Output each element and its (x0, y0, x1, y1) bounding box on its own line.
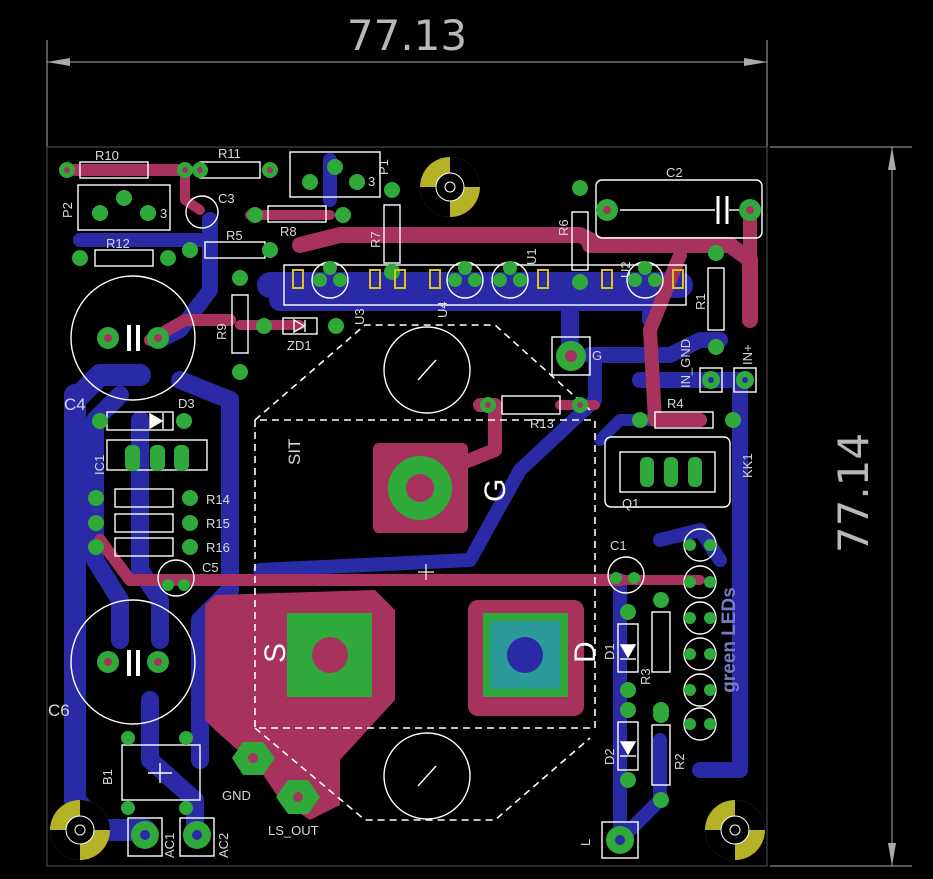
label-zd1: ZD1 (287, 338, 312, 353)
label-p2: P2 (60, 202, 75, 218)
label-r2: R2 (672, 753, 687, 770)
drills (64, 167, 754, 802)
label-ac1: AC1 (162, 833, 177, 858)
label-d3: D3 (178, 396, 195, 411)
label-r6: R6 (556, 219, 571, 236)
label-c2: C2 (666, 165, 683, 180)
label-in-plus: IN+ (740, 344, 755, 365)
label-c1: C1 (610, 538, 627, 553)
label-p1: P1 (376, 159, 391, 175)
label-r9: R9 (214, 323, 229, 340)
label-u2: U2 (618, 261, 633, 278)
label-r13: R13 (530, 416, 554, 431)
sit-mount-holes (383, 326, 471, 820)
label-ls-out: LS_OUT (268, 823, 319, 838)
label-c6: C6 (48, 701, 70, 720)
board-outline (46, 146, 768, 867)
label-r1: R1 (693, 293, 708, 310)
label-u3: U3 (352, 308, 367, 325)
label-gnd: GND (222, 788, 251, 803)
label-ic1: IC1 (92, 455, 107, 475)
top-copper (69, 164, 758, 586)
label-c4: C4 (64, 395, 86, 414)
label-ac2: AC2 (216, 833, 231, 858)
cap-polarity (127, 325, 140, 676)
label-p1-pin3: 3 (368, 174, 375, 189)
label-p2-pin3: 3 (160, 206, 167, 221)
label-in-gnd: IN_GND (678, 339, 693, 388)
label-u1: U1 (524, 248, 539, 265)
sit-outline (254, 324, 596, 821)
width-dimension-text: 77.13 (347, 11, 467, 60)
drills-blue (140, 377, 748, 845)
label-d: D (569, 641, 602, 663)
label-r5: R5 (226, 228, 243, 243)
label-s: S (259, 643, 292, 663)
label-r16: R16 (206, 540, 230, 555)
label-sit: SIT (285, 439, 304, 465)
label-r7: R7 (368, 231, 383, 248)
label-r12: R12 (106, 236, 130, 251)
label-r3: R3 (638, 668, 653, 685)
label-c5: C5 (202, 560, 219, 575)
b1-symbol (148, 763, 172, 783)
label-b1: B1 (100, 769, 115, 785)
dimension-width: 77.13 (46, 11, 768, 148)
label-g-small: G (592, 348, 602, 363)
label-r8: R8 (280, 224, 297, 239)
label-q1: Q1 (622, 496, 639, 511)
label-l: L (578, 839, 593, 846)
label-kk1: KK1 (740, 453, 755, 478)
mounting-holes (50, 157, 765, 860)
label-d1: D1 (602, 643, 617, 660)
label-g-big: G (479, 479, 512, 502)
label-r4: R4 (667, 396, 684, 411)
label-u4: U4 (435, 301, 450, 318)
c2-symbol (620, 196, 745, 224)
smd-marks (292, 269, 684, 289)
pads (59, 159, 761, 854)
diode-symbols (149, 318, 637, 757)
dimension-height: 77.14 (770, 146, 912, 867)
height-dimension-text: 77.14 (829, 433, 878, 553)
label-green-leds: green LEDs (719, 587, 740, 693)
label-r11: R11 (218, 146, 241, 161)
label-c3: C3 (218, 191, 235, 206)
label-r15: R15 (206, 516, 230, 531)
label-r14: R14 (206, 492, 230, 507)
label-r10: R10 (95, 148, 119, 163)
label-d2: D2 (602, 748, 617, 765)
